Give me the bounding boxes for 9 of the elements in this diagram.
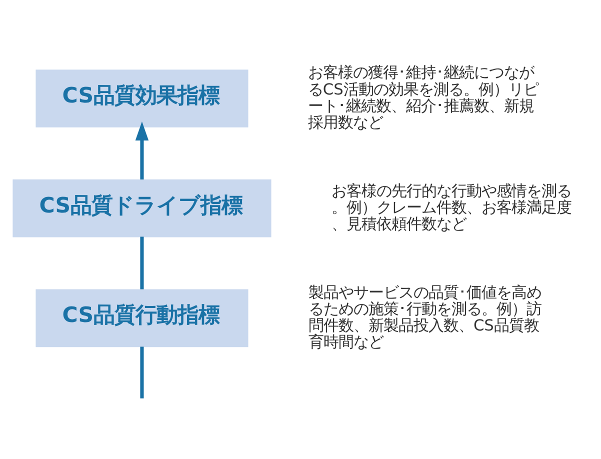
node-label: 製品やサービスの品質･価値を高めるための施策･行動を測る。例）訪問件数、新製品投入数、CS品質教育時間など [308, 282, 542, 350]
connector [140, 346, 144, 398]
node-box: CS品質効果指標 [36, 69, 248, 127]
node-box: CS品質行動指標 [36, 288, 248, 347]
node-label: お客様の獲得･維持･継続につながるCS活動の効果を測る。例）リピート･継続数、紹介･推薦数、新規採用数など [308, 63, 538, 131]
node-box: CS品質ドライブ指標 [12, 178, 272, 237]
node-label: お客様の先行的な行動や感情を測る。例）クレーム件数、お客様満足度、見積依頼件数など [331, 181, 572, 232]
connector [140, 236, 144, 289]
arrow [135, 121, 149, 179]
